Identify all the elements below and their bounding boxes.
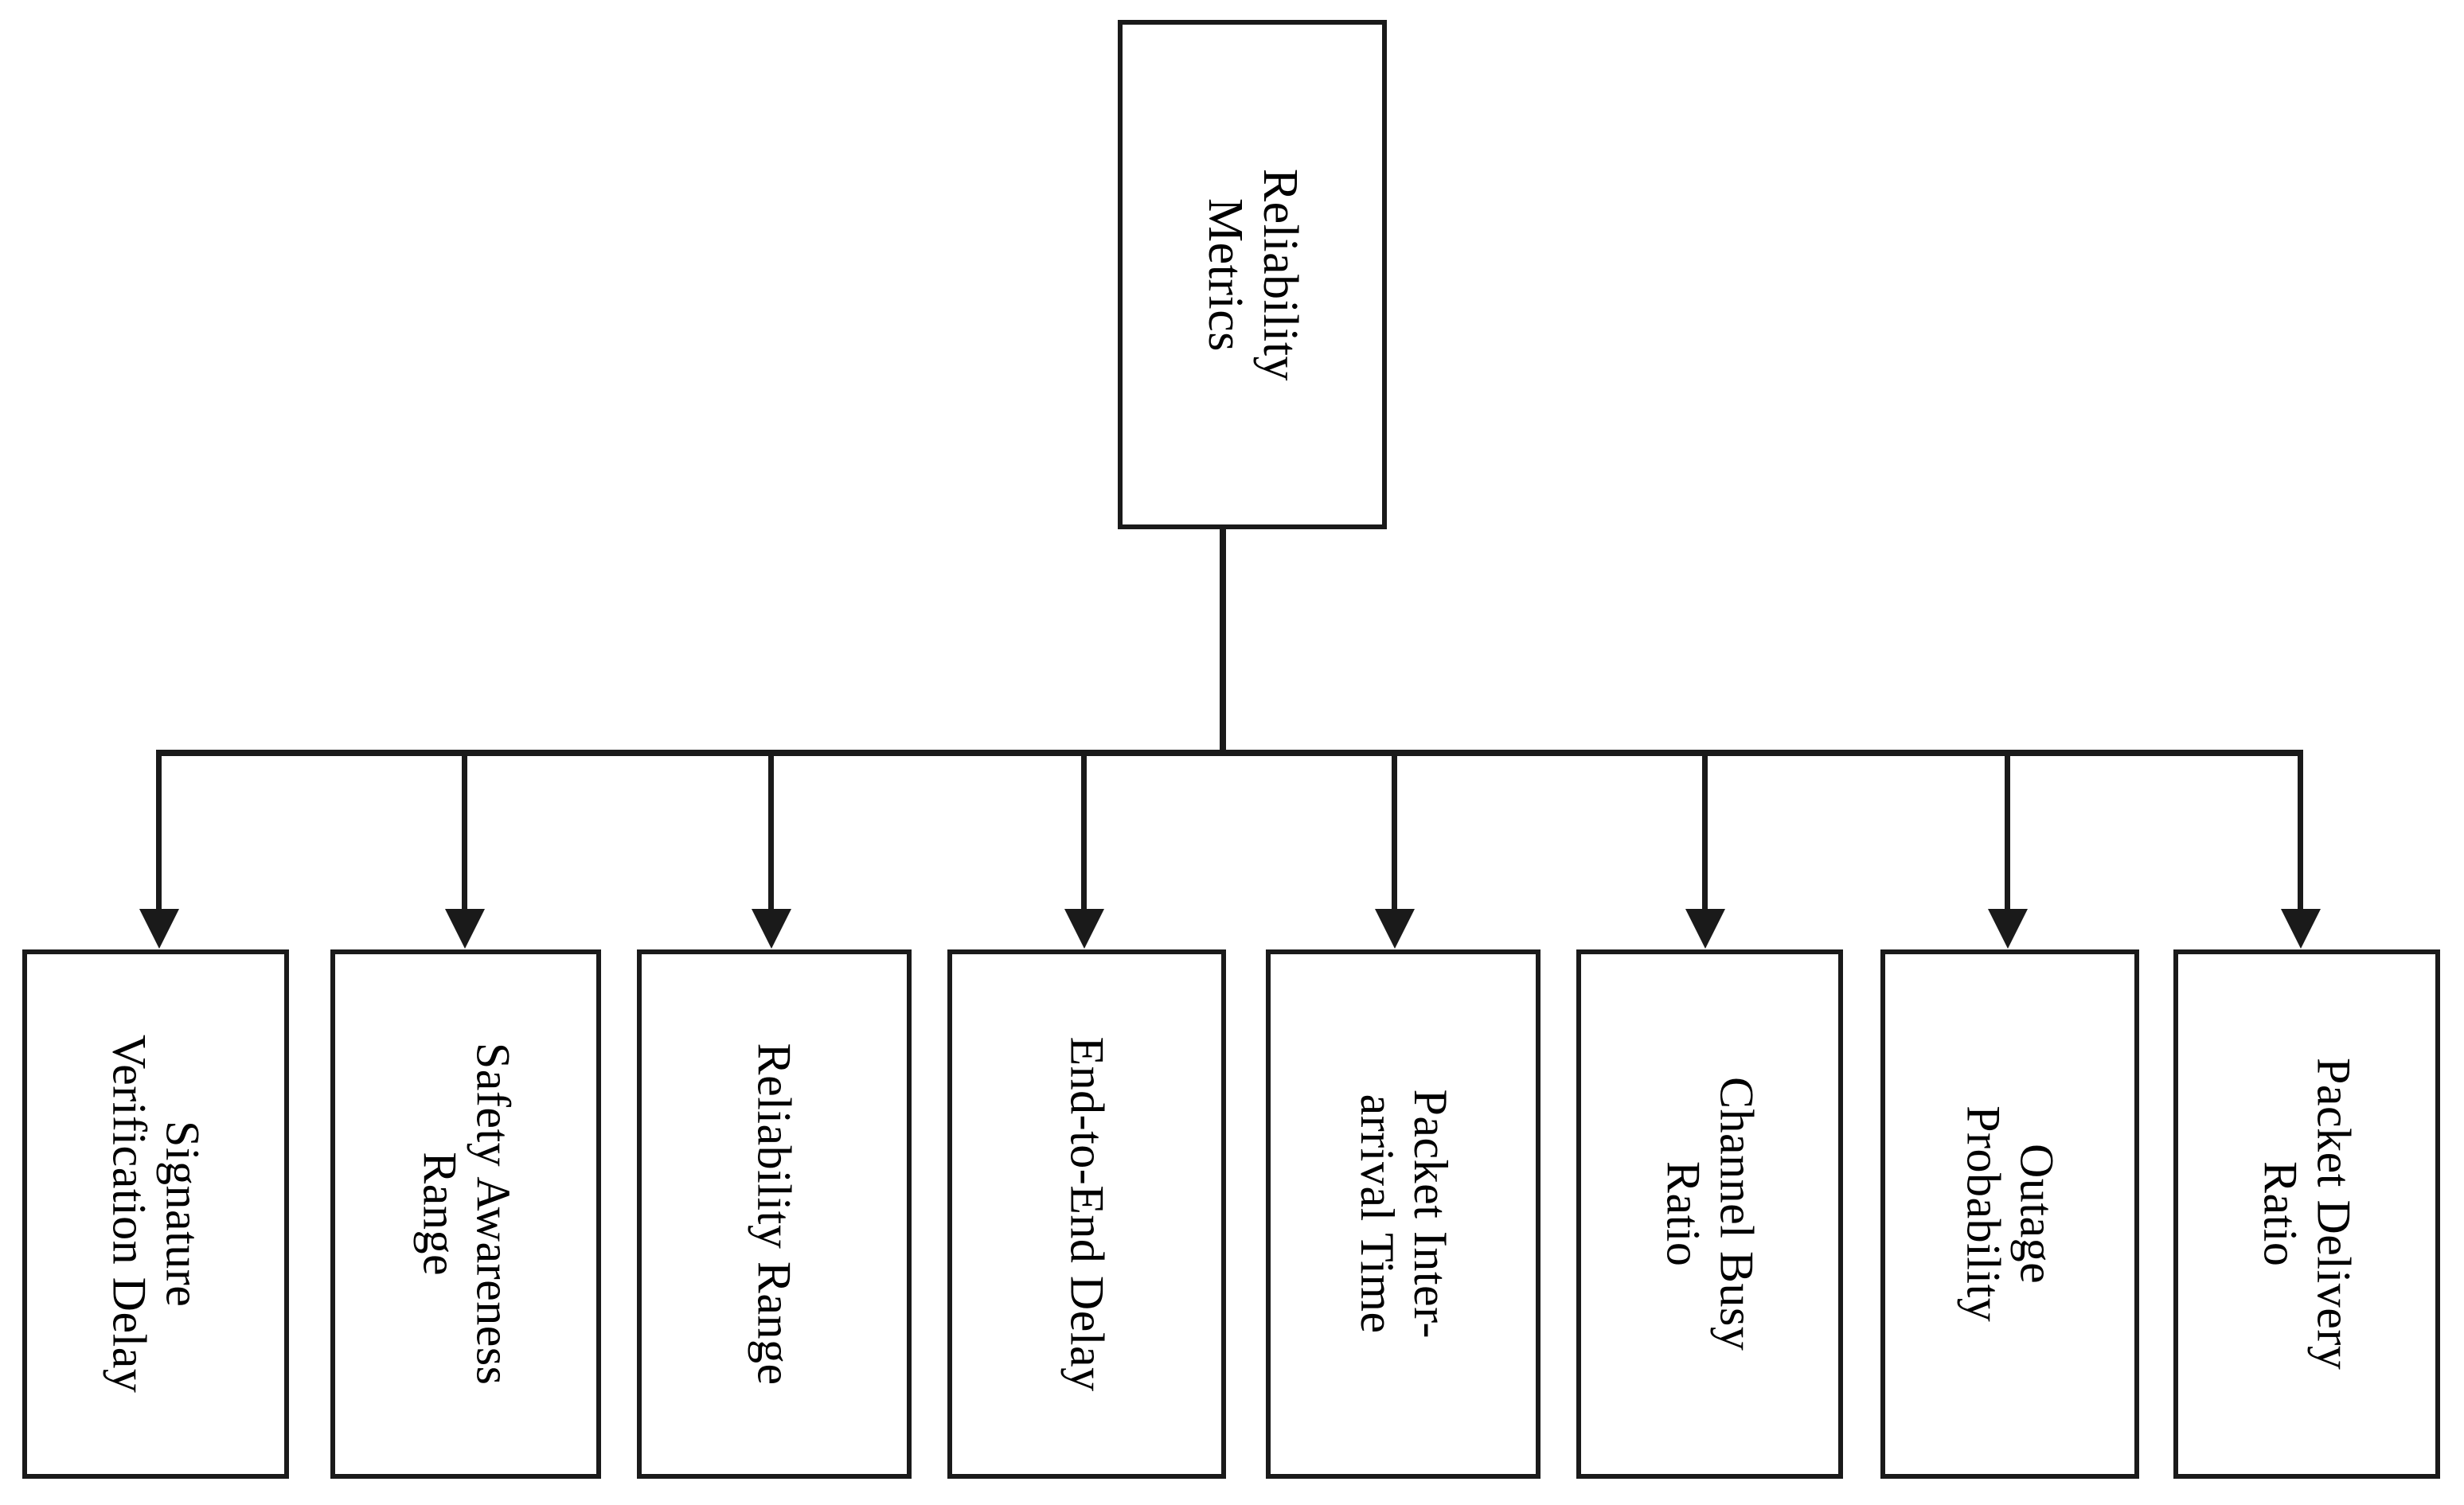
root-stem-connector xyxy=(1220,525,1226,756)
node-reliability-range[interactable]: Reliability Range xyxy=(637,949,912,1479)
node-4-label: End-to-End Delay xyxy=(1060,1036,1114,1392)
node-4-label-line-1: End-to-End Delay xyxy=(1060,1036,1114,1392)
node-1-label: Signature Verification Delay xyxy=(102,1035,209,1393)
drop-connector-7 xyxy=(2005,753,2010,912)
arrow-icon-3 xyxy=(752,909,791,949)
node-end-to-end-delay[interactable]: End-to-End Delay xyxy=(947,949,1226,1479)
node-1-label-line-2: Verification Delay xyxy=(103,1035,156,1394)
node-signature-verification-delay[interactable]: Signature Verification Delay xyxy=(22,949,289,1479)
node-8-label-line-1: Packet Delivery xyxy=(2307,1058,2361,1370)
node-6-label-line-2: Ratio xyxy=(1657,1161,1710,1267)
arrow-icon-8 xyxy=(2281,909,2321,949)
drop-connector-4 xyxy=(1081,753,1087,912)
node-root-label: Reliability Metrics xyxy=(1197,168,1308,381)
drop-connector-2 xyxy=(462,753,467,912)
node-3-label: Reliability Range xyxy=(748,1043,801,1385)
node-7-label: Outage Probability xyxy=(1956,1105,2063,1322)
node-packet-delivery-ratio[interactable]: Packet Delivery Ratio xyxy=(2173,949,2440,1479)
drop-connector-3 xyxy=(768,753,774,912)
node-7-label-line-2: Probability xyxy=(1957,1105,2010,1323)
node-5-label-line-2: arrival Time xyxy=(1350,1094,1404,1334)
drop-connector-5 xyxy=(1392,753,1397,912)
node-1-label-line-1: Signature xyxy=(156,1121,209,1308)
node-2-label-line-1: Safety Awareness xyxy=(467,1043,520,1386)
node-3-label-line-1: Reliability Range xyxy=(748,1043,802,1386)
node-8-label: Packet Delivery Ratio xyxy=(2253,1058,2361,1370)
node-2-label-line-2: Range xyxy=(413,1152,467,1277)
node-root-label-line-2: Metrics xyxy=(1198,197,1252,352)
node-packet-inter-arrival-time[interactable]: Packet Inter- arrival Time xyxy=(1266,949,1540,1479)
node-2-label: Safety Awareness Range xyxy=(412,1043,519,1386)
node-channel-busy-ratio[interactable]: Channel Busy Ratio xyxy=(1576,949,1843,1479)
node-safety-awareness-range[interactable]: Safety Awareness Range xyxy=(330,949,601,1479)
arrow-icon-7 xyxy=(1988,909,2028,949)
node-root-label-line-1: Reliability xyxy=(1253,168,1308,381)
drop-connector-6 xyxy=(1702,753,1708,912)
drop-connector-1 xyxy=(156,753,162,912)
arrow-icon-2 xyxy=(445,909,485,949)
node-5-label-line-1: Packet Inter- xyxy=(1404,1089,1457,1339)
node-outage-probability[interactable]: Outage Probability xyxy=(1880,949,2139,1479)
horizontal-bus-connector xyxy=(156,750,2303,756)
node-6-label: Channel Busy Ratio xyxy=(1656,1077,1763,1351)
arrow-icon-4 xyxy=(1064,909,1104,949)
node-8-label-line-2: Ratio xyxy=(2254,1161,2307,1267)
node-7-label-line-1: Outage xyxy=(2010,1144,2064,1285)
drop-connector-8 xyxy=(2298,753,2303,912)
node-5-label: Packet Inter- arrival Time xyxy=(1349,1090,1456,1339)
arrow-icon-5 xyxy=(1375,909,1415,949)
arrow-icon-6 xyxy=(1685,909,1725,949)
node-6-label-line-1: Channel Busy xyxy=(1710,1077,1763,1351)
arrow-icon-1 xyxy=(139,909,179,949)
node-reliability-metrics[interactable]: Reliability Metrics xyxy=(1118,20,1387,529)
